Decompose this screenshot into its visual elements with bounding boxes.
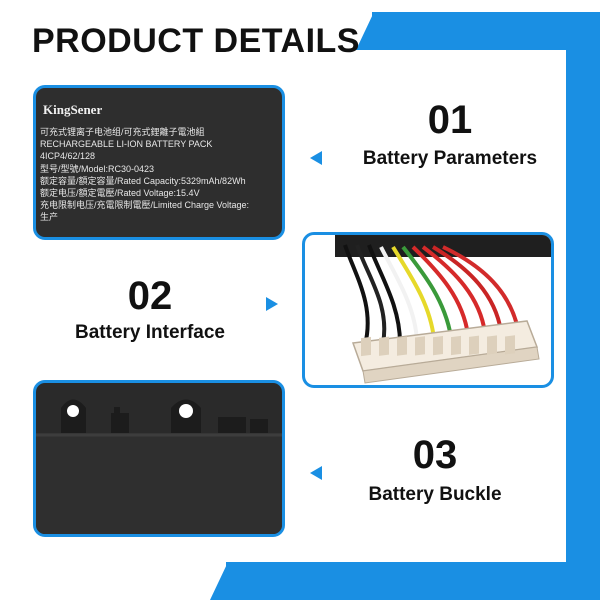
battery-body	[36, 433, 282, 534]
wire	[391, 245, 436, 340]
wire	[411, 245, 470, 336]
section-number-03: 03	[412, 433, 458, 477]
section-caption-01: Battery Parameters	[362, 148, 538, 169]
accent-bar-top	[372, 12, 600, 50]
wire	[431, 245, 503, 332]
section-number-02: 02	[127, 274, 173, 318]
section-caption-02: Battery Interface	[75, 322, 225, 343]
connector-plug	[351, 320, 540, 384]
section-caption-03: Battery Buckle	[368, 484, 502, 505]
wire	[442, 245, 520, 330]
label-line: 4ICP4/62/128	[40, 151, 96, 162]
wire	[355, 244, 387, 344]
label-line: 额定容量/額定容量/Rated Capacity:5329mAh/82Wh	[40, 175, 246, 186]
battery-label-text: 可充式锂离子电池组/可充式鋰離子電池組 RECHARGEABLE LI-ION …	[40, 126, 249, 224]
label-line: 生产	[40, 212, 59, 223]
battery-interface-image	[302, 232, 554, 388]
wire	[379, 246, 419, 342]
buckle-clip	[218, 417, 268, 433]
buckle-clip	[171, 399, 201, 433]
wire	[401, 245, 453, 338]
page-title: PRODUCT DETAILS	[32, 22, 360, 60]
connector-illustration	[335, 235, 551, 384]
brand-logo: KingSener	[43, 102, 103, 117]
label-line: 可充式锂离子电池组/可充式鋰離子電池組	[40, 127, 205, 137]
wire	[421, 245, 487, 334]
battery-edge	[335, 235, 551, 257]
wire	[367, 244, 402, 344]
pointer-left-icon	[310, 151, 322, 165]
wire	[343, 244, 370, 346]
label-line: 型号/型號/Model:RC30-0423	[40, 163, 155, 174]
buckle-clip	[61, 399, 86, 433]
pointer-right-icon	[266, 297, 278, 311]
section-number-01: 01	[427, 98, 473, 142]
label-line: 充电限制电压/充電限制電壓/Limited Charge Voltage:	[40, 200, 250, 211]
label-line: 额定电压/額定電壓/Rated Voltage:15.4V	[40, 188, 200, 199]
buckle-illustration	[36, 399, 282, 534]
battery-buckle-image	[33, 380, 285, 537]
accent-bar-bottom	[226, 562, 600, 600]
battery-parameters-image: KingSener 可充式锂离子电池组/可充式鋰離子電池組 RECHARGEAB…	[33, 85, 285, 240]
buckle-clip	[111, 407, 129, 433]
label-line: RECHARGEABLE LI-ION BATTERY PACK	[40, 139, 213, 150]
pointer-left-icon	[310, 466, 322, 480]
accent-bar-right	[566, 12, 600, 600]
